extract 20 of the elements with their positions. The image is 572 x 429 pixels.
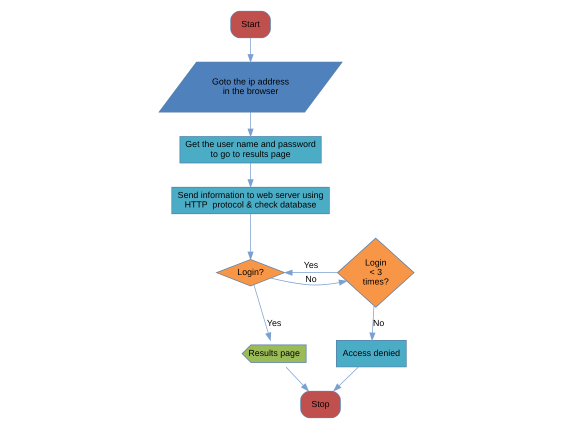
node-box: Start bbox=[230, 10, 270, 38]
arrow bbox=[270, 278, 348, 286]
node-box: Get the user name and password to go to results page bbox=[179, 136, 322, 164]
edge-label: Yes bbox=[303, 260, 318, 270]
node-diamond: Login? bbox=[214, 259, 286, 286]
arrow bbox=[283, 270, 338, 276]
arrow bbox=[285, 366, 309, 392]
node-box: Stop bbox=[300, 390, 340, 418]
arrow bbox=[253, 284, 271, 342]
arrow bbox=[332, 366, 358, 392]
arrow bbox=[246, 214, 254, 261]
edge-label: Yes bbox=[266, 318, 281, 328]
arrow bbox=[246, 162, 254, 188]
arrow bbox=[246, 112, 254, 138]
arrow bbox=[368, 305, 376, 342]
arrow bbox=[246, 38, 254, 63]
node-box: Access denied bbox=[336, 340, 406, 368]
edge-label: No bbox=[304, 274, 316, 284]
node-box: Send information to web server using HTTP protocol & check database bbox=[170, 186, 330, 214]
edge-label: No bbox=[372, 318, 384, 328]
